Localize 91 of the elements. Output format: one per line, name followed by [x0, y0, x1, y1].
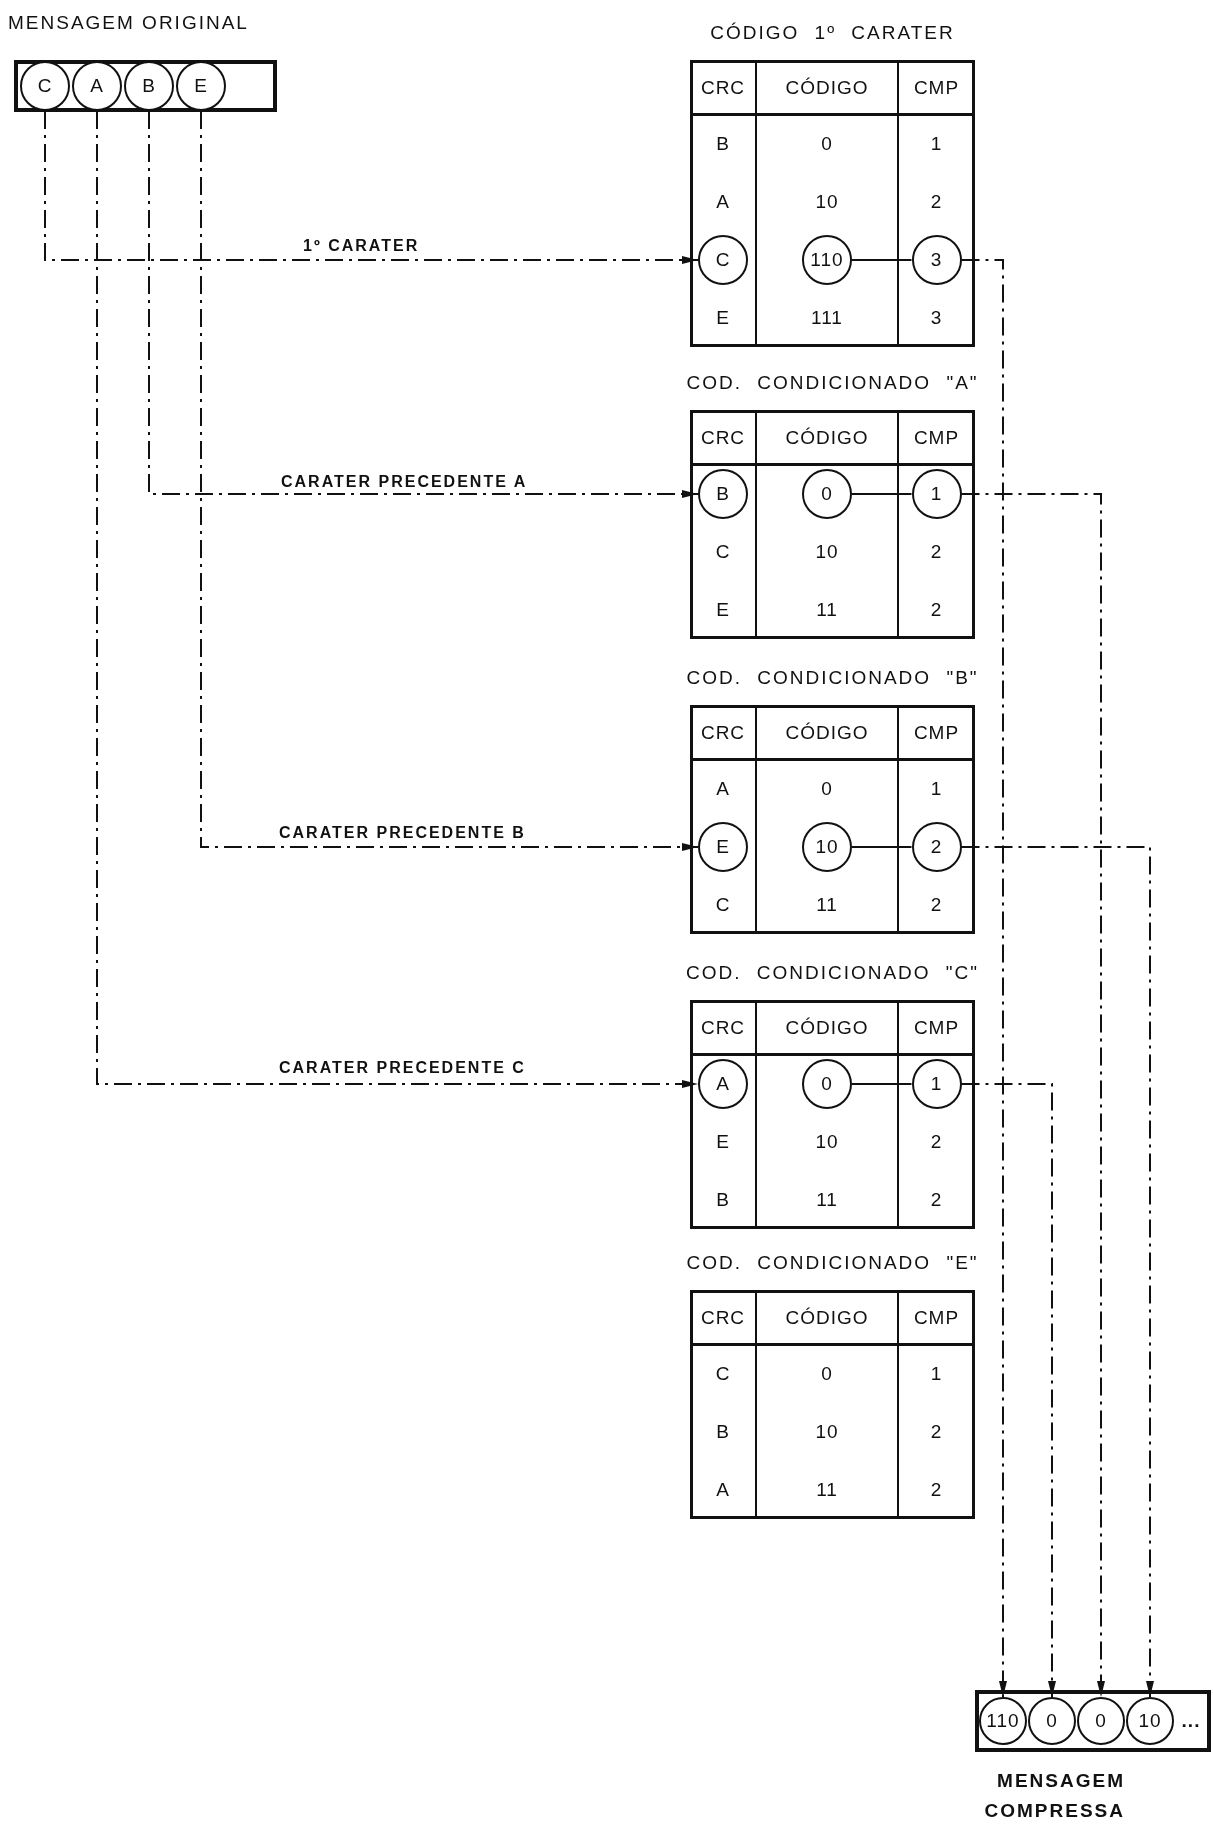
table-cell-text: B [715, 1188, 731, 1212]
table-cell-text: 10 [814, 190, 840, 214]
column-header: CMP [912, 76, 961, 100]
ellipsis: ... [1180, 1709, 1202, 1733]
arrow [200, 110, 699, 851]
column-header: CRC [699, 1306, 747, 1330]
table-cell-text: 11 [815, 1188, 839, 1212]
table-cell-text: 1 [929, 1362, 944, 1386]
table-cell-text: 1 [929, 777, 944, 801]
circled-value: A [698, 1059, 748, 1109]
table-cell-text: E [715, 306, 731, 330]
circled-value: B [124, 61, 174, 111]
table-cell-text: E [715, 598, 731, 622]
table-title: COD. CONDICIONADO "E" [685, 1252, 980, 1274]
table-cell-text: 111 [810, 306, 844, 330]
table-cell-text: 2 [929, 893, 944, 917]
table-cell-text: 0 [820, 777, 834, 801]
arrow [96, 110, 699, 1088]
table-cell-text: 2 [929, 540, 944, 564]
column-header: CÓDIGO [784, 721, 870, 745]
arrow [960, 846, 1154, 1698]
table-cell-text: 0 [820, 1362, 834, 1386]
circled-value: 110 [802, 235, 852, 285]
table-cell-text: C [714, 540, 732, 564]
connector-line [851, 259, 913, 261]
circled-value: 0 [802, 469, 852, 519]
table-cell-text: B [715, 132, 731, 156]
column-header: CRC [699, 426, 747, 450]
column-header: CMP [912, 1016, 961, 1040]
connector-line [851, 1083, 913, 1085]
table-cell-text: 2 [929, 190, 944, 214]
column-header: CÓDIGO [784, 1016, 870, 1040]
column-header: CÓDIGO [784, 426, 870, 450]
column-header: CMP [912, 721, 961, 745]
table-cell-text: B [715, 1420, 731, 1444]
table-title: COD. CONDICIONADO "C" [684, 962, 981, 984]
table-cell-text: C [714, 1362, 732, 1386]
circled-value: E [698, 822, 748, 872]
table-title: COD. CONDICIONADO "A" [685, 372, 980, 394]
table-cell-text: 2 [929, 1478, 944, 1502]
table-cell-text: 10 [814, 540, 840, 564]
circled-value: 3 [911, 235, 962, 285]
table-cell-text: A [715, 1478, 731, 1502]
circled-value: C [698, 235, 748, 285]
column-header: CRC [699, 1016, 747, 1040]
circled-value: 110 [979, 1697, 1027, 1745]
table-cell-text: 2 [929, 1130, 944, 1154]
table-cell-text: 1 [929, 132, 944, 156]
table-cell-text: 11 [815, 1478, 839, 1502]
box-title: MENSAGEM COMPRESSA [983, 1769, 1125, 1823]
table-cell-text: 10 [814, 1420, 840, 1444]
table-cell-text: 11 [815, 598, 839, 622]
table-title: CÓDIGO 1º CARATER [709, 22, 956, 44]
table-cell-text: A [715, 777, 731, 801]
table-cell-text: C [714, 893, 732, 917]
table-cell-text: 10 [814, 1130, 840, 1154]
circled-value: 0 [1028, 1697, 1076, 1745]
column-header: CRC [699, 76, 747, 100]
table-cell-text: 0 [820, 132, 834, 156]
circled-value: C [20, 61, 70, 111]
table-cell-text: E [715, 1130, 731, 1154]
column-header: CRC [699, 721, 747, 745]
arrow [44, 110, 699, 264]
table-cell-text: 11 [815, 893, 839, 917]
circled-value: 1 [911, 1059, 962, 1109]
circled-value: B [698, 469, 748, 519]
circled-value: 0 [1077, 1697, 1125, 1745]
arrow [960, 259, 1007, 1698]
connector-line [851, 846, 913, 848]
connector-line [851, 493, 913, 495]
table-cell-text: 2 [929, 1420, 944, 1444]
table-cell-text: A [715, 190, 731, 214]
arrow [960, 493, 1105, 1698]
column-header: CÓDIGO [784, 1306, 870, 1330]
circled-value: A [72, 61, 122, 111]
circled-value: 10 [802, 822, 852, 872]
column-header: CMP [912, 426, 961, 450]
column-header: CÓDIGO [784, 76, 870, 100]
table-cell-text: 2 [929, 1188, 944, 1212]
column-header: CMP [912, 1306, 961, 1330]
circled-value: 1 [911, 469, 962, 519]
circled-value: E [176, 61, 226, 111]
circled-value: 10 [1126, 1697, 1174, 1745]
arrow [960, 1083, 1056, 1698]
box-title: MENSAGEM ORIGINAL [8, 12, 249, 34]
circled-value: 0 [802, 1059, 852, 1109]
arrow [148, 110, 699, 498]
table-cell-text: 2 [929, 598, 944, 622]
table-cell-text: 3 [929, 306, 944, 330]
table-title: COD. CONDICIONADO "B" [685, 667, 980, 689]
circled-value: 2 [911, 822, 962, 872]
